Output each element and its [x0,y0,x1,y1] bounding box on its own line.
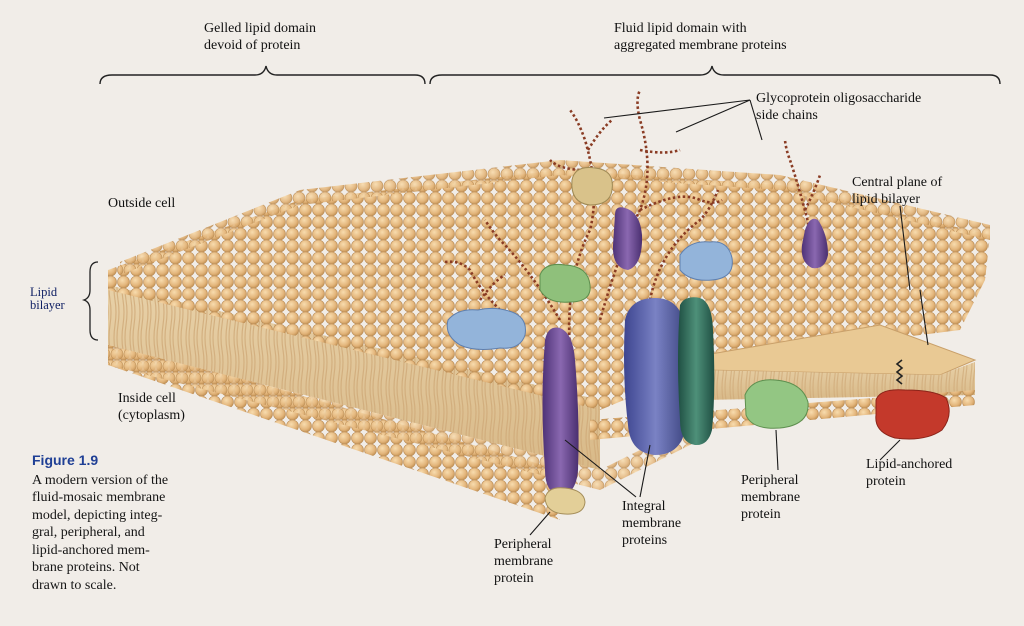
label-peripheral-right-line2: membrane [741,490,801,505]
label-lipid-bilayer-line1: Lipid [30,285,58,299]
integral-protein-purple-tall [542,327,579,495]
label-lipid-bilayer: Lipid bilayer [30,286,65,312]
label-inside-cell-line2: (cytoplasm) [118,408,185,423]
glycoprotein-purple-small [612,207,828,270]
caption-line: gral, peripheral, and [32,525,145,540]
bilayer-bracket [81,261,99,341]
caption-line: brane proteins. Not [32,560,140,575]
label-central-plane-line2: lipid bilayer [852,192,921,207]
label-inside-cell-line1: Inside cell [118,391,176,406]
label-fluid-domain-line1: Fluid lipid domain with [614,21,747,36]
blue-glycoprotein-left [446,307,526,350]
label-lipid-anchored-line2: protein [866,474,906,489]
caption-line: lipid-anchored mem- [32,542,150,558]
label-central-plane-line1: Central plane of [852,175,943,190]
label-integral-line1: Integral [622,499,666,514]
label-glycoprotein-line1: Glycoprotein oligosaccharide [756,91,922,106]
label-peripheral-bottom-line3: protein [494,571,534,586]
label-inside-cell: Inside cell (cytoplasm) [118,390,185,424]
leader-lines [529,99,929,536]
label-fluid-domain: Fluid lipid domain with aggregated membr… [614,20,787,54]
oligosaccharide-chains [444,89,822,351]
caption-line: model, depicting integ- [32,507,163,523]
caption-line: A modern version of the [32,472,169,488]
label-fluid-domain-line2: aggregated membrane proteins [614,38,787,53]
glycoprotein-top-tan [571,167,613,206]
label-peripheral-bottom: Peripheral membrane protein [494,536,553,587]
label-gelled-domain-line1: Gelled lipid domain [204,21,316,36]
label-peripheral-bottom-line2: membrane [494,554,554,569]
label-lipid-anchored-line1: Lipid-anchored [866,457,953,472]
label-peripheral-right: Peripheral membrane protein [741,472,800,523]
label-gelled-domain-line2: devoid of protein [204,38,301,53]
domain-brackets [99,65,1001,85]
caption-line: fluid-mosaic membrane [32,490,166,505]
peripheral-protein-green-right [744,379,809,429]
integral-protein-blue [624,298,688,455]
label-peripheral-right-line1: Peripheral [741,473,799,488]
label-lipid-anchored: Lipid-anchored protein [866,456,952,490]
label-gelled-domain: Gelled lipid domain devoid of protein [204,20,316,54]
lipid-anchored-protein [875,359,950,440]
label-glycoprotein: Glycoprotein oligosaccharide side chains [756,90,921,124]
label-lipid-bilayer-line2: bilayer [30,298,65,312]
label-integral-line2: membrane [622,516,682,531]
caption-title: Figure 1.9 [32,452,99,468]
caption-line: drawn to scale. [32,577,117,593]
label-peripheral-right-line3: protein [741,507,781,522]
figure-caption: Figure 1.9 A modern version of the fluid… [32,452,222,594]
label-central-plane: Central plane of lipid bilayer [852,174,942,208]
integral-protein-green [678,297,715,446]
label-glycoprotein-line2: side chains [756,108,818,123]
label-integral-line3: proteins [622,533,668,548]
label-integral: Integral membrane proteins [622,498,681,549]
label-outside-cell: Outside cell [108,196,176,211]
peripheral-green-top [539,264,591,303]
label-peripheral-bottom-line1: Peripheral [494,537,552,552]
blue-glycoprotein-right [679,241,733,281]
peripheral-protein-bottom-tan [544,487,586,515]
